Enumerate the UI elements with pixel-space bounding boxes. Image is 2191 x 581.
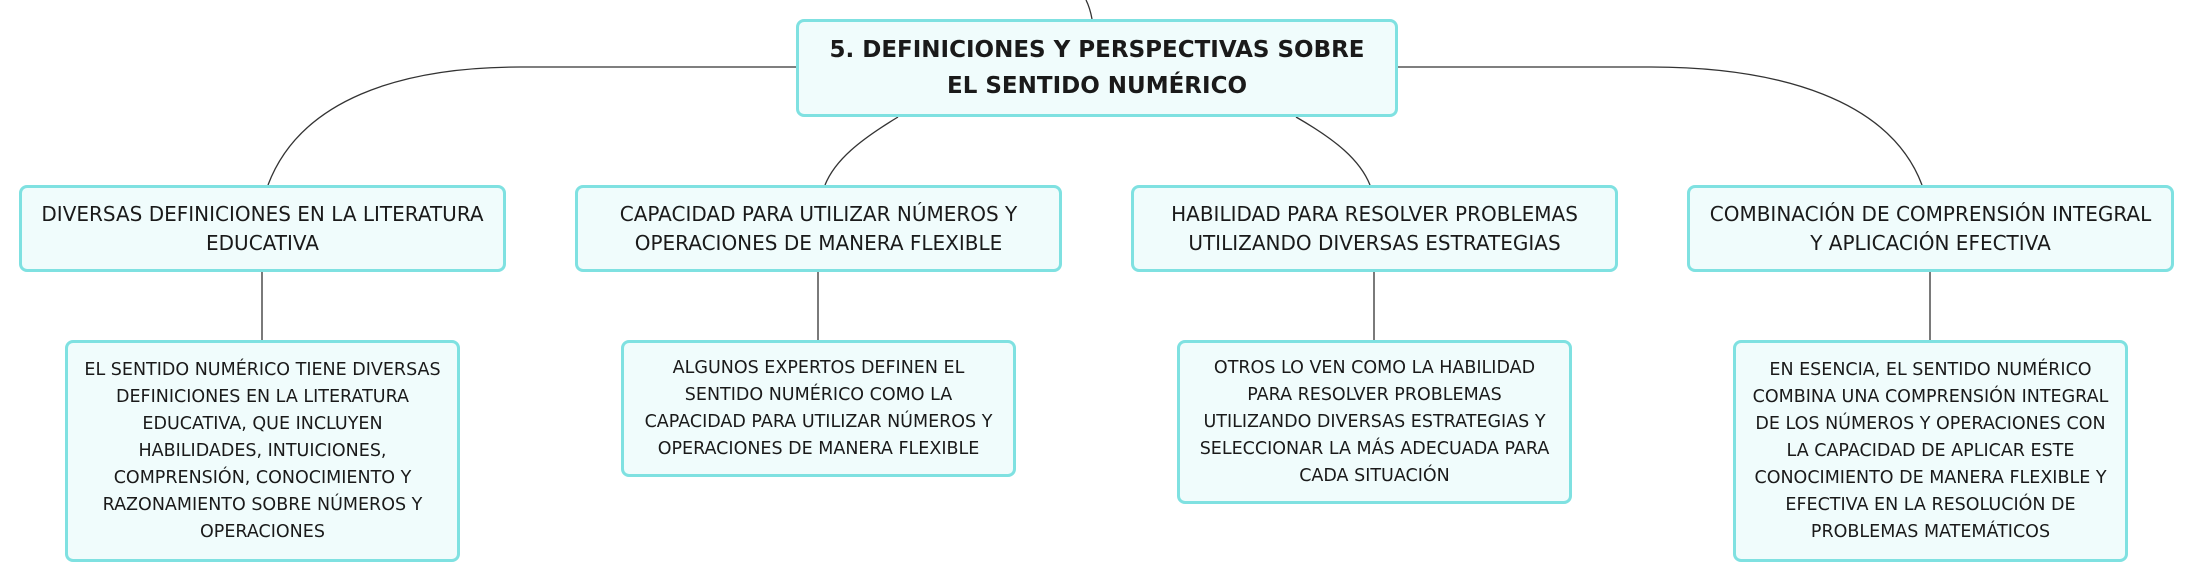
detail-topic-text: EL SENTIDO NUMÉRICO TIENE DIVERSAS DEFIN…: [84, 359, 441, 542]
detail-topic-text: OTROS LO VEN COMO LA HABILIDAD PARA RESO…: [1199, 357, 1550, 486]
branch-topic-label: HABILIDAD PARA RESOLVER PROBLEMAS UTILIZ…: [1171, 201, 1578, 255]
detail-topic-flexible-use[interactable]: ALGUNOS EXPERTOS DEFINEN EL SENTIDO NUMÉ…: [621, 340, 1016, 477]
connector-root-to-branch-1: [267, 66, 796, 186]
detail-topic-combination[interactable]: EN ESENCIA, EL SENTIDO NUMÉRICO COMBINA …: [1733, 340, 2128, 562]
connector-parent-to-root: [1085, 0, 1093, 20]
root-topic-label: 5. DEFINICIONES Y PERSPECTIVAS SOBRE EL …: [829, 37, 1365, 99]
detail-topic-problem-solving[interactable]: OTROS LO VEN COMO LA HABILIDAD PARA RESO…: [1177, 340, 1572, 504]
branch-topic-label: COMBINACIÓN DE COMPRENSIÓN INTEGRAL Y AP…: [1709, 201, 2152, 255]
branch-topic-definitions[interactable]: DIVERSAS DEFINICIONES EN LA LITERATURA E…: [19, 185, 506, 272]
branch-topic-label: CAPACIDAD PARA UTILIZAR NÚMEROS Y OPERAC…: [619, 201, 1018, 255]
branch-topic-problem-solving[interactable]: HABILIDAD PARA RESOLVER PROBLEMAS UTILIZ…: [1131, 185, 1618, 272]
branch-topic-combination[interactable]: COMBINACIÓN DE COMPRENSIÓN INTEGRAL Y AP…: [1687, 185, 2174, 272]
detail-topic-definitions[interactable]: EL SENTIDO NUMÉRICO TIENE DIVERSAS DEFIN…: [65, 340, 460, 562]
connector-root-to-branch-2: [824, 116, 899, 186]
connector-root-to-branch-3: [1295, 116, 1371, 186]
branch-topic-flexible-use[interactable]: CAPACIDAD PARA UTILIZAR NÚMEROS Y OPERAC…: [575, 185, 1062, 272]
detail-topic-text: EN ESENCIA, EL SENTIDO NUMÉRICO COMBINA …: [1752, 359, 2109, 542]
branch-topic-label: DIVERSAS DEFINICIONES EN LA LITERATURA E…: [41, 201, 484, 255]
detail-topic-text: ALGUNOS EXPERTOS DEFINEN EL SENTIDO NUMÉ…: [644, 357, 993, 459]
root-topic[interactable]: 5. DEFINICIONES Y PERSPECTIVAS SOBRE EL …: [796, 19, 1398, 117]
connector-root-to-branch-4: [1398, 66, 1923, 186]
